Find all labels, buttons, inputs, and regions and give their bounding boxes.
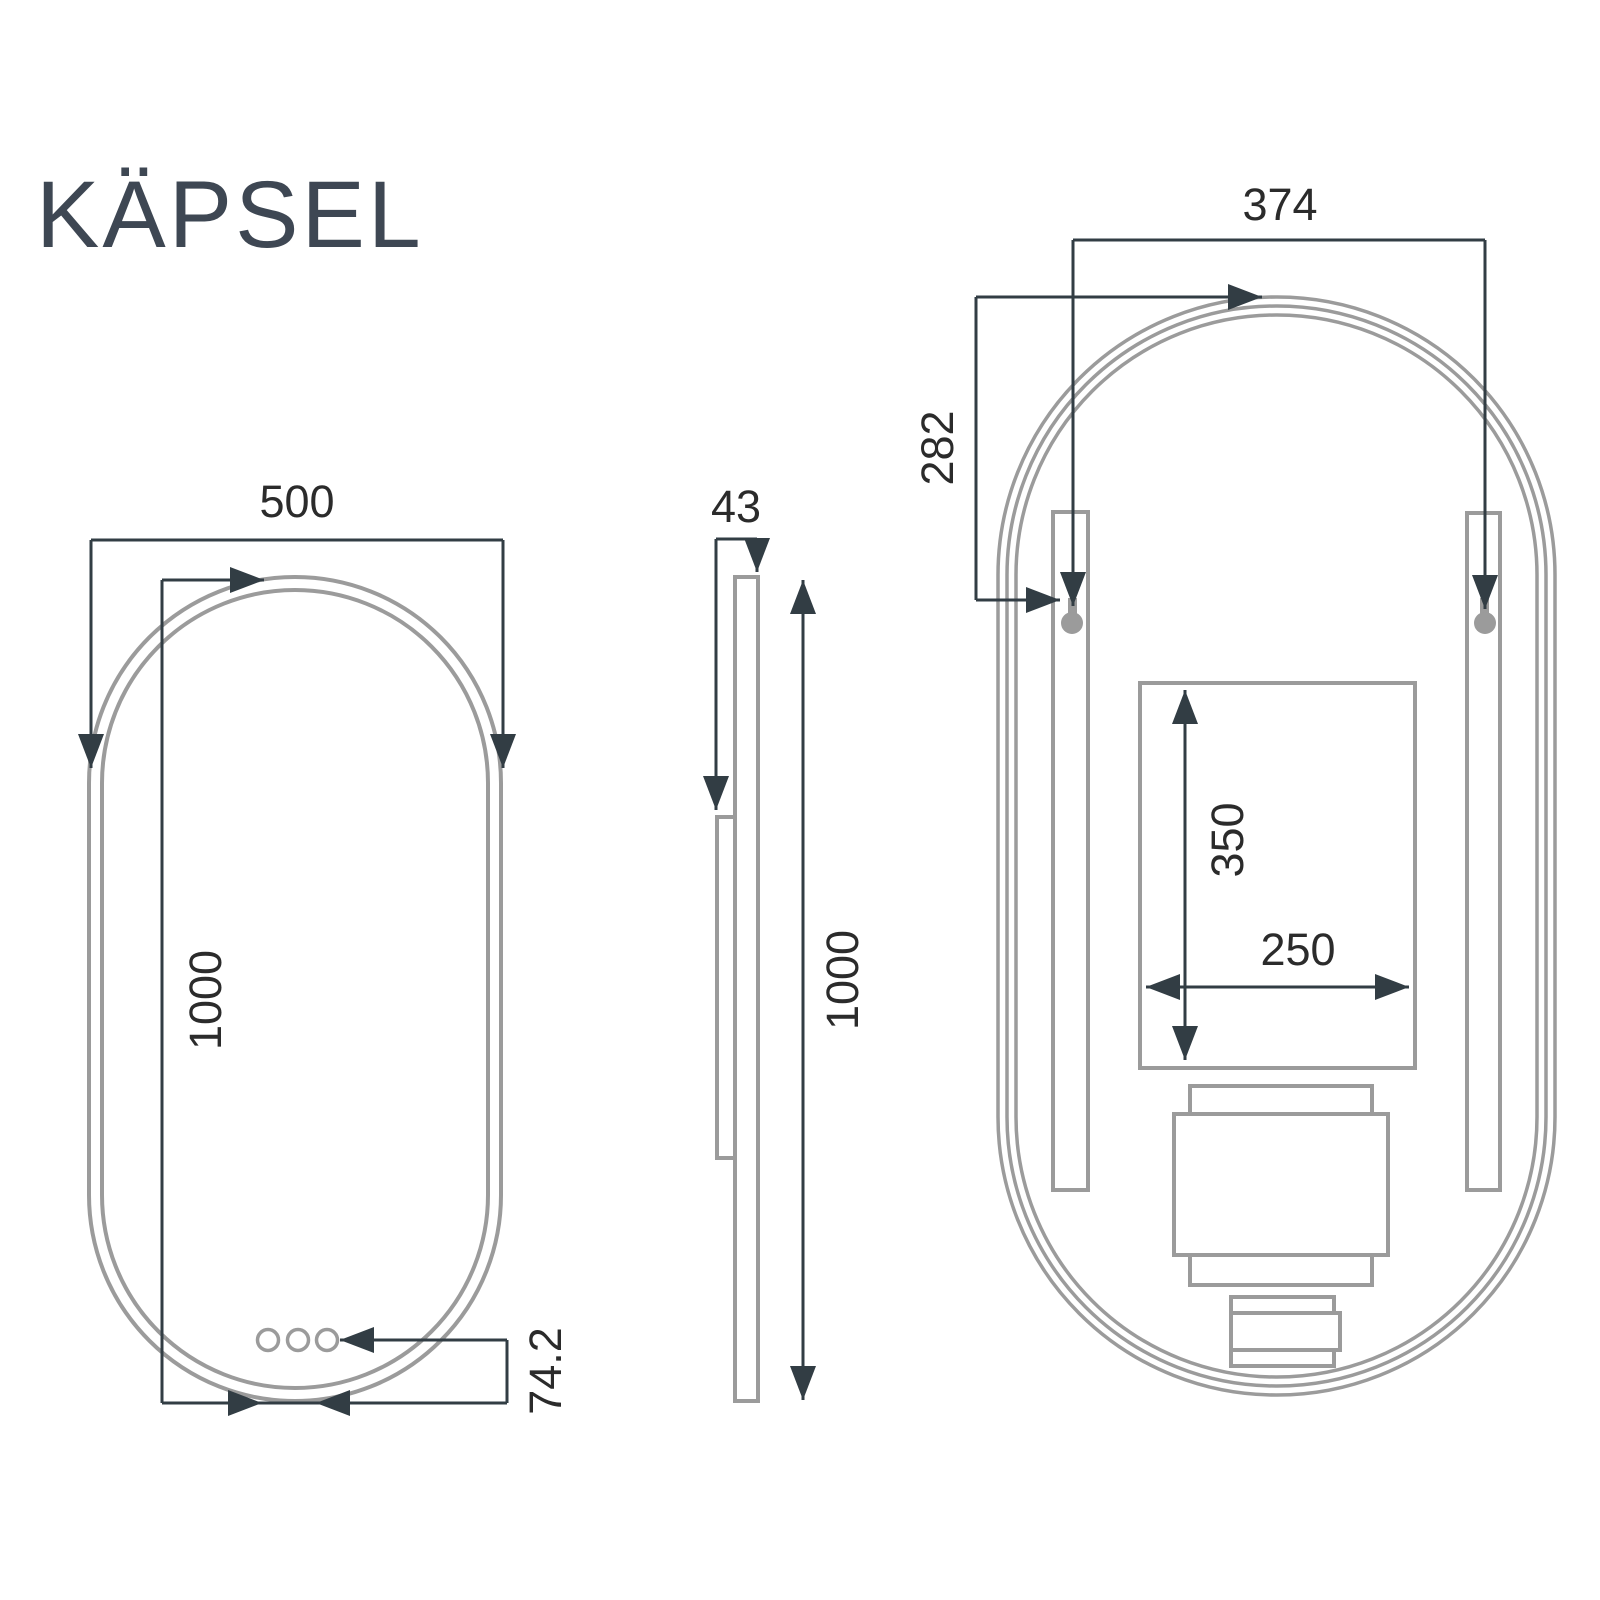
- right-keyhole-icon: [1474, 598, 1496, 634]
- side-mirror-panel-outline: [733, 575, 760, 1403]
- pad-height-label: 350: [1202, 802, 1253, 877]
- driver-top-flange-outline: [1188, 1084, 1374, 1116]
- front-width-dimension: 500: [78, 476, 516, 768]
- top-to-hanger-dimension: 282: [912, 284, 1262, 613]
- pad-width-label: 250: [1260, 924, 1335, 975]
- back-middle-outline: [1005, 304, 1548, 1388]
- front-view: 500 1000 74.2: [78, 476, 571, 1416]
- side-view: 43 1000: [703, 481, 868, 1403]
- front-height-label: 1000: [180, 950, 231, 1050]
- sensor-dot-icon: [285, 1327, 311, 1353]
- sensor-dot-icon: [314, 1327, 340, 1353]
- heating-pad-outline: [1138, 681, 1417, 1070]
- junction-box-outline: [1229, 1311, 1342, 1352]
- back-view: 374 282 350 250: [912, 179, 1557, 1397]
- side-height-label: 1000: [817, 930, 868, 1030]
- top-to-hanger-label: 282: [912, 410, 963, 485]
- keyhole-circle: [1474, 612, 1496, 634]
- front-mirror-outer-outline: [87, 575, 503, 1403]
- back-inner-outline: [1014, 313, 1539, 1379]
- side-backplate-outline: [715, 815, 737, 1160]
- keyhole-circle: [1061, 612, 1083, 634]
- pad-width-dimension: 250: [1146, 924, 1409, 1000]
- junction-box-top-outline: [1229, 1295, 1336, 1315]
- driver-box-outline: [1172, 1112, 1390, 1257]
- front-sensor-offset-label: 74.2: [520, 1327, 571, 1415]
- side-depth-dimension: 43: [703, 481, 770, 810]
- hanger-spacing-dimension: 374: [1060, 179, 1498, 609]
- left-keyhole-icon: [1061, 598, 1083, 634]
- junction-box-bottom-outline: [1229, 1348, 1336, 1368]
- driver-bottom-flange-outline: [1188, 1253, 1374, 1287]
- keyhole-slot: [1480, 598, 1489, 624]
- back-outer-outline: [996, 295, 1557, 1397]
- front-sensor-offset-dimension: 74.2: [340, 1327, 571, 1415]
- front-width-label: 500: [259, 476, 334, 527]
- side-depth-label: 43: [711, 481, 761, 532]
- keyhole-slot: [1068, 598, 1077, 624]
- side-height-dimension: 1000: [790, 580, 868, 1400]
- front-height-dimension: 1000: [160, 567, 507, 1416]
- pad-height-dimension: 350: [1172, 690, 1253, 1060]
- hanger-spacing-label: 374: [1242, 179, 1317, 230]
- sensor-dot-icon: [255, 1327, 281, 1353]
- page-title: KÄPSEL: [36, 162, 424, 268]
- front-mirror-inner-outline: [100, 588, 490, 1390]
- left-hanging-rail-outline: [1051, 510, 1090, 1192]
